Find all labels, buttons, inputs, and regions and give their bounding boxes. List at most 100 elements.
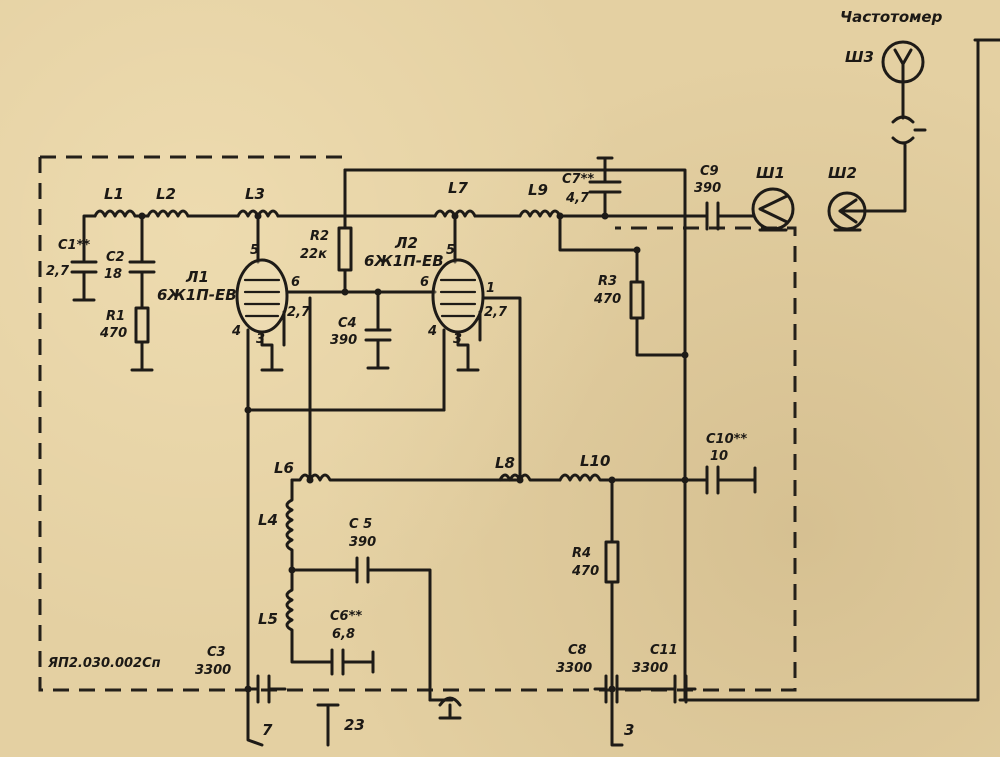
coil-L8 xyxy=(498,473,562,482)
tube-L1 xyxy=(235,258,289,334)
coil-L6 xyxy=(290,473,522,482)
label-C3-value: 3300 xyxy=(195,663,231,678)
tube-L2-grids xyxy=(439,278,477,318)
connector-sh2-symbol xyxy=(833,143,907,232)
tube1-pin-6: 6 xyxy=(291,275,300,290)
label-L6: L6 xyxy=(274,459,294,477)
wire-R4 xyxy=(610,478,624,747)
label-R1-name: R1 xyxy=(106,309,125,324)
label-C2-name: C2 xyxy=(106,250,125,265)
capacitor-C5 xyxy=(290,556,432,702)
label-C6-value: 6,8 xyxy=(332,627,355,642)
capacitor-C11 xyxy=(668,674,697,704)
tube2-pin-6: 6 xyxy=(420,275,429,290)
wire-R1-ground xyxy=(130,340,154,372)
label-L2: L2 xyxy=(156,185,176,203)
label-sh1: Ш1 xyxy=(756,164,785,182)
cathode-bus xyxy=(246,408,446,747)
capacitor-C7 xyxy=(588,156,622,218)
coil-L9 xyxy=(518,209,562,218)
label-R4-name: R4 xyxy=(572,546,591,561)
cable-plug xyxy=(891,115,927,145)
resistor-R3 xyxy=(629,280,645,320)
label-C10-name: C10** xyxy=(706,432,747,447)
tube2-pin-4: 4 xyxy=(427,324,437,339)
capacitor-C4 xyxy=(343,290,437,370)
resistor-R2 xyxy=(337,226,353,272)
label-C1-name: C1** xyxy=(58,238,90,253)
capacitor-C9 xyxy=(705,201,755,231)
tube2-pin-5: 5 xyxy=(446,243,455,258)
coil-L2 xyxy=(146,209,190,218)
tube2-pin-1: 1 xyxy=(486,281,495,296)
tube-L2 xyxy=(431,258,485,334)
label-C11-name: C11 xyxy=(650,643,678,658)
label-C1-value: 2,7 xyxy=(46,264,70,279)
label-R3-name: R3 xyxy=(598,274,617,289)
terminal-7: 7 xyxy=(262,721,273,739)
tube-L2-leads xyxy=(442,296,522,482)
label-C8-value: 3300 xyxy=(556,661,592,676)
wire-R2-top xyxy=(343,168,687,702)
test-point[interactable] xyxy=(428,696,462,720)
tube1-pin-3: 3 xyxy=(256,332,265,347)
label-tube1-type: 6Ж1П-ЕВ xyxy=(157,286,237,304)
coil-L4 xyxy=(285,478,294,572)
label-C7-name: C7** xyxy=(562,172,594,187)
label-C10-value: 10 xyxy=(710,449,728,464)
tube2-pin-27: 2,7 xyxy=(484,305,508,320)
junction-dots xyxy=(138,212,689,693)
coil-L10 xyxy=(558,473,709,482)
label-sh2: Ш2 xyxy=(828,164,857,182)
label-C4-value: 390 xyxy=(330,333,357,348)
resistor-R1 xyxy=(134,306,150,344)
tube1-pin-5: 5 xyxy=(250,243,259,258)
label-C9-value: 390 xyxy=(694,181,721,196)
meter-title: Частотомер xyxy=(840,8,943,26)
label-C5-value: 390 xyxy=(349,535,376,550)
label-sh3: Ш3 xyxy=(845,48,874,66)
input-wire xyxy=(82,214,97,262)
wire-L9-R3 xyxy=(558,214,687,357)
tube2-pin-3: 3 xyxy=(453,332,462,347)
label-C11-value: 3300 xyxy=(632,661,668,676)
label-C6-name: C6** xyxy=(330,609,362,624)
resistor-R4 xyxy=(604,540,620,584)
label-L7: L7 xyxy=(448,179,469,197)
capacitor-C6 xyxy=(330,648,375,676)
label-C7-value: 4,7 xyxy=(565,191,590,206)
label-L4: L4 xyxy=(258,511,278,529)
label-C8-name: C8 xyxy=(568,643,587,658)
terminal-3: 3 xyxy=(624,721,634,739)
label-C3-name: C3 xyxy=(207,645,226,660)
capacitor-C2 xyxy=(128,214,156,310)
label-C9-name: C9 xyxy=(700,164,719,179)
terminal-23-pin[interactable] xyxy=(316,703,340,747)
tube1-pin-4: 4 xyxy=(231,324,241,339)
label-tube2-type: 6Ж1П-ЕВ xyxy=(364,252,444,270)
label-R2-name: R2 xyxy=(310,229,329,244)
label-L8: L8 xyxy=(495,454,515,472)
tube1-pin-27: 2,7 xyxy=(287,305,311,320)
label-C5-name: C 5 xyxy=(349,517,372,532)
connector-sh1-symbol xyxy=(758,194,789,232)
label-tube2-name: Л2 xyxy=(394,234,418,252)
capacitor-C1 xyxy=(70,260,98,302)
shield-enclosure xyxy=(38,155,797,692)
label-C4-name: C4 xyxy=(338,316,357,331)
label-L5: L5 xyxy=(258,610,278,628)
label-L9: L9 xyxy=(528,181,548,199)
tube-L1-grids xyxy=(243,278,281,318)
label-tube1-name: Л1 xyxy=(185,268,209,286)
block-code: ЯП2.030.002Сп xyxy=(47,656,161,671)
label-R3-value: 470 xyxy=(593,292,621,307)
connector-sh3-symbol xyxy=(893,48,913,120)
label-L10: L10 xyxy=(580,452,610,470)
coil-L5 xyxy=(285,568,334,664)
tube-L1-leads xyxy=(246,290,347,412)
label-R1-value: 470 xyxy=(99,326,127,341)
label-L1: L1 xyxy=(104,185,124,203)
capacitor-C3 xyxy=(246,674,287,704)
